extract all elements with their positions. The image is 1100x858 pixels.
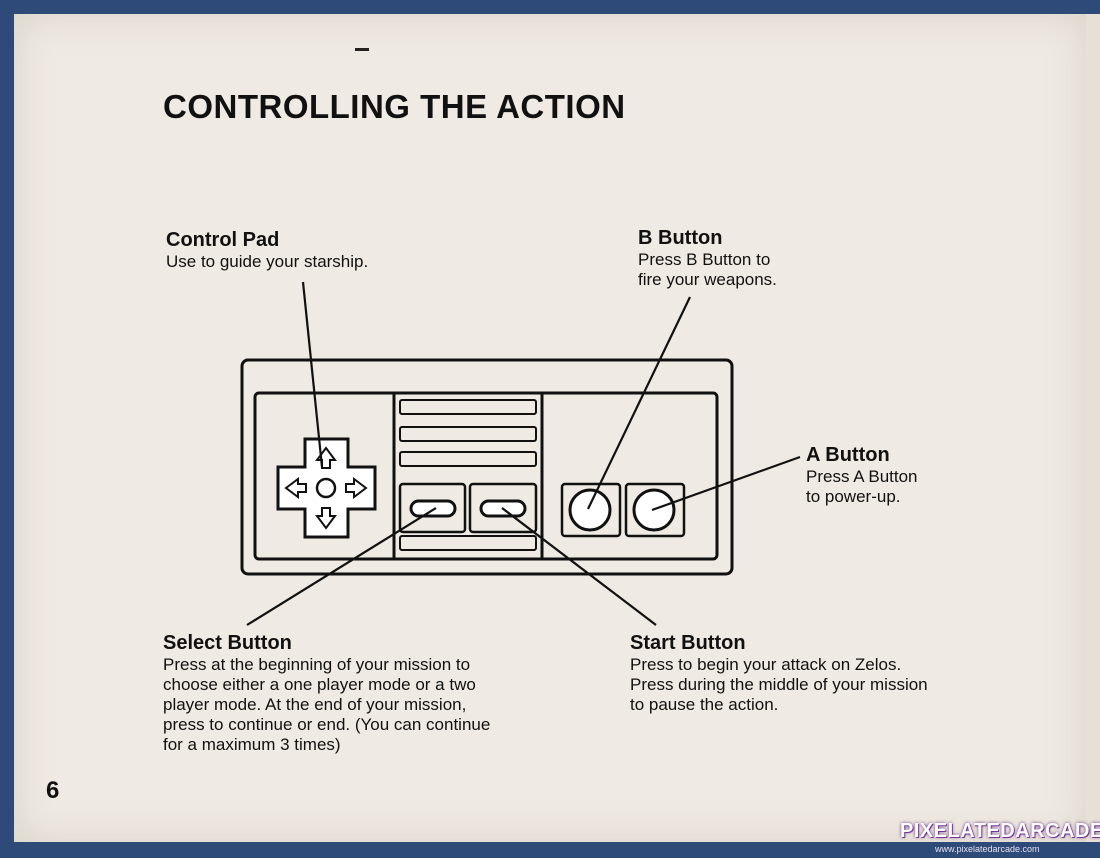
watermark-url: www.pixelatedarcade.com	[935, 844, 1040, 854]
page-title: CONTROLLING THE ACTION	[163, 88, 626, 125]
leader-b-button	[587, 296, 691, 510]
center-stripe	[399, 535, 537, 551]
center-stripe	[399, 399, 537, 415]
start-button-desc-line: Press during the middle of your mission	[630, 675, 928, 694]
dpad-icon	[276, 437, 377, 539]
start-button-desc-line: to pause the action.	[630, 695, 779, 714]
b-button-desc-line: Press B Button to	[638, 250, 771, 269]
a-button-bay	[624, 482, 686, 538]
select-button-desc-line: for a maximum 3 times)	[163, 735, 341, 754]
controller-panel	[253, 391, 719, 561]
start-button-desc-line: Press to begin your attack on Zelos.	[630, 655, 902, 674]
select-button-shape	[409, 499, 457, 518]
page-edge	[1086, 14, 1100, 842]
select-bay	[398, 482, 467, 534]
center-stripe	[399, 426, 537, 442]
select-button-desc-line: press to continue or end. (You can conti…	[163, 715, 491, 734]
leader-a-button	[651, 455, 801, 512]
leader-select-button	[246, 507, 437, 626]
leader-control-pad	[301, 281, 324, 468]
select-button-title: Select Button	[163, 632, 292, 654]
control-pad-desc: Use to guide your starship.	[166, 252, 369, 271]
select-button-desc-line: choose either a one player mode or a two	[163, 675, 476, 694]
manual-page: ​ CONTROLLING THE ACTION	[14, 14, 1086, 842]
select-button-label: Select Button Press at the beginning of …	[163, 631, 490, 755]
center-stripe	[399, 451, 537, 467]
watermark-logo: PIXELATEDARCADE	[900, 820, 1100, 842]
b-button-bay	[560, 482, 622, 538]
controller-body	[240, 358, 734, 576]
start-button-label: Start Button Press to begin your attack …	[630, 631, 928, 715]
b-button-shape	[568, 488, 612, 532]
select-button-desc-line: player mode. At the end of your mission,	[163, 695, 467, 714]
a-button-desc-line: to power-up.	[806, 487, 901, 506]
a-button-label: A Button Press A Button to power-up.	[806, 443, 918, 507]
start-bay	[468, 482, 538, 534]
control-pad-label: Control Pad Use to guide your starship.	[166, 228, 368, 272]
b-button-label: B Button Press B Button to fire your wea…	[638, 226, 777, 290]
page-number: 6	[46, 777, 60, 804]
a-button-title: A Button	[806, 444, 890, 466]
a-button-desc-line: Press A Button	[806, 467, 918, 486]
select-button-desc-line: Press at the beginning of your mission t…	[163, 655, 471, 674]
page-mark	[355, 48, 369, 51]
start-button-title: Start Button	[630, 632, 746, 654]
control-pad-title: Control Pad	[166, 229, 280, 251]
leader-start-button	[501, 507, 657, 626]
b-button-desc-line: fire your weapons.	[638, 270, 777, 289]
b-button-title: B Button	[638, 227, 723, 249]
